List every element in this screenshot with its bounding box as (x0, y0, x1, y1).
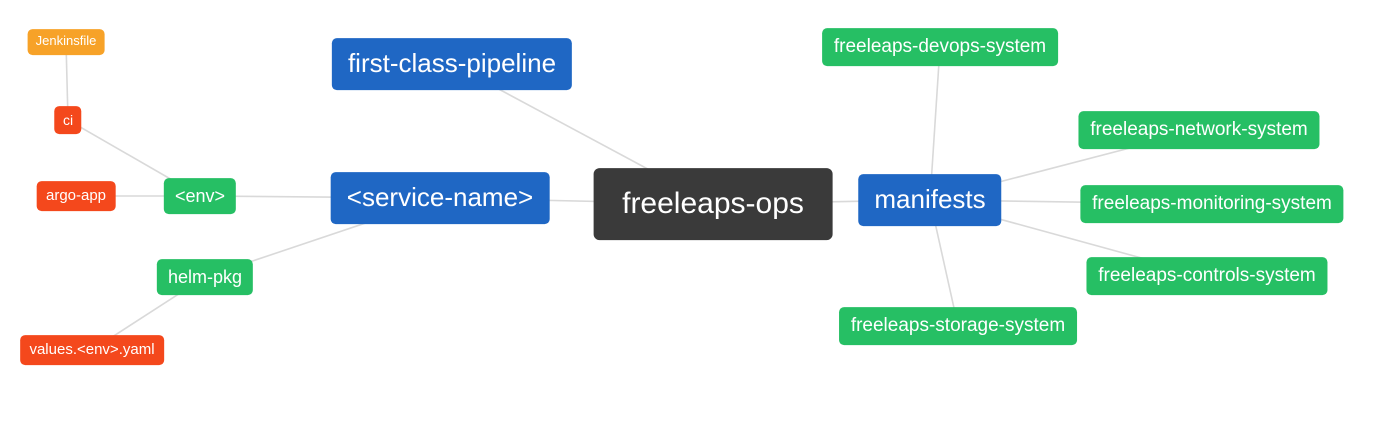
node-values-env-yaml[interactable]: values.<env>.yaml (20, 335, 164, 365)
node-argo-app[interactable]: argo-app (36, 181, 116, 211)
node-manifests[interactable]: manifests (858, 174, 1002, 226)
node-service-name[interactable]: <service-name> (330, 172, 550, 224)
node-env[interactable]: <env> (163, 178, 237, 214)
node-first-class-pipeline[interactable]: first-class-pipeline (331, 38, 573, 90)
node-jenkinsfile[interactable]: Jenkinsfile (27, 29, 105, 55)
node-freeleaps-ops[interactable]: freeleaps-ops (593, 168, 833, 240)
node-devops-system[interactable]: freeleaps-devops-system (822, 28, 1058, 66)
node-network-system[interactable]: freeleaps-network-system (1078, 111, 1320, 149)
node-ci[interactable]: ci (54, 106, 82, 134)
node-storage-system[interactable]: freeleaps-storage-system (839, 307, 1077, 345)
node-controls-system[interactable]: freeleaps-controls-system (1086, 257, 1328, 295)
node-helm-pkg[interactable]: helm-pkg (156, 259, 254, 295)
node-monitoring-system[interactable]: freeleaps-monitoring-system (1080, 185, 1344, 223)
